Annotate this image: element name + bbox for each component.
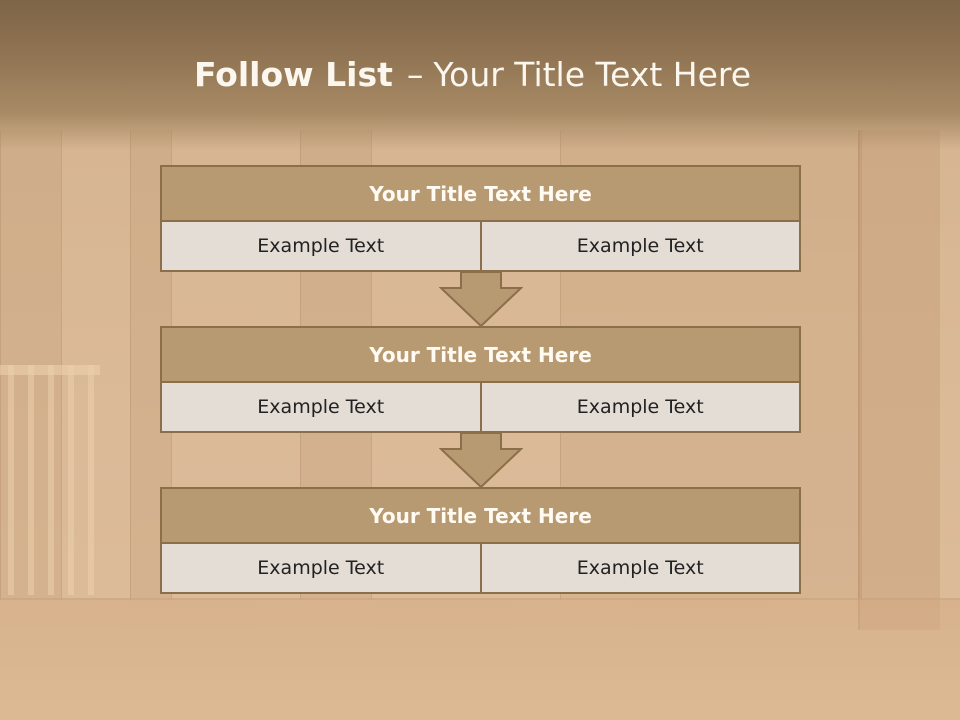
list-block-3: Your Title Text Here Example Text Exampl… [160, 487, 801, 594]
block-row: Example Text Example Text [160, 383, 801, 433]
block-right-text: Example Text [481, 222, 801, 272]
block-right-text: Example Text [481, 544, 801, 594]
block-left-text: Example Text [160, 544, 482, 594]
block-row: Example Text Example Text [160, 222, 801, 272]
title-separator: – [406, 55, 424, 94]
title-bold: Follow List [193, 55, 393, 94]
block-title: Your Title Text Here [160, 326, 801, 383]
block-right-text: Example Text [481, 383, 801, 433]
title-bar: Follow List–Your Title Text Here [0, 0, 960, 150]
block-left-text: Example Text [160, 383, 482, 433]
title-rest: Your Title Text Here [433, 55, 752, 94]
block-title: Your Title Text Here [160, 165, 801, 222]
down-arrow-icon [439, 433, 523, 489]
down-arrow-icon [439, 272, 523, 328]
block-row: Example Text Example Text [160, 544, 801, 594]
slide-title: Follow List–Your Title Text Here [0, 55, 945, 94]
list-block-2: Your Title Text Here Example Text Exampl… [160, 326, 801, 433]
block-title: Your Title Text Here [160, 487, 801, 544]
block-left-text: Example Text [160, 222, 482, 272]
list-block-1: Your Title Text Here Example Text Exampl… [160, 165, 801, 272]
